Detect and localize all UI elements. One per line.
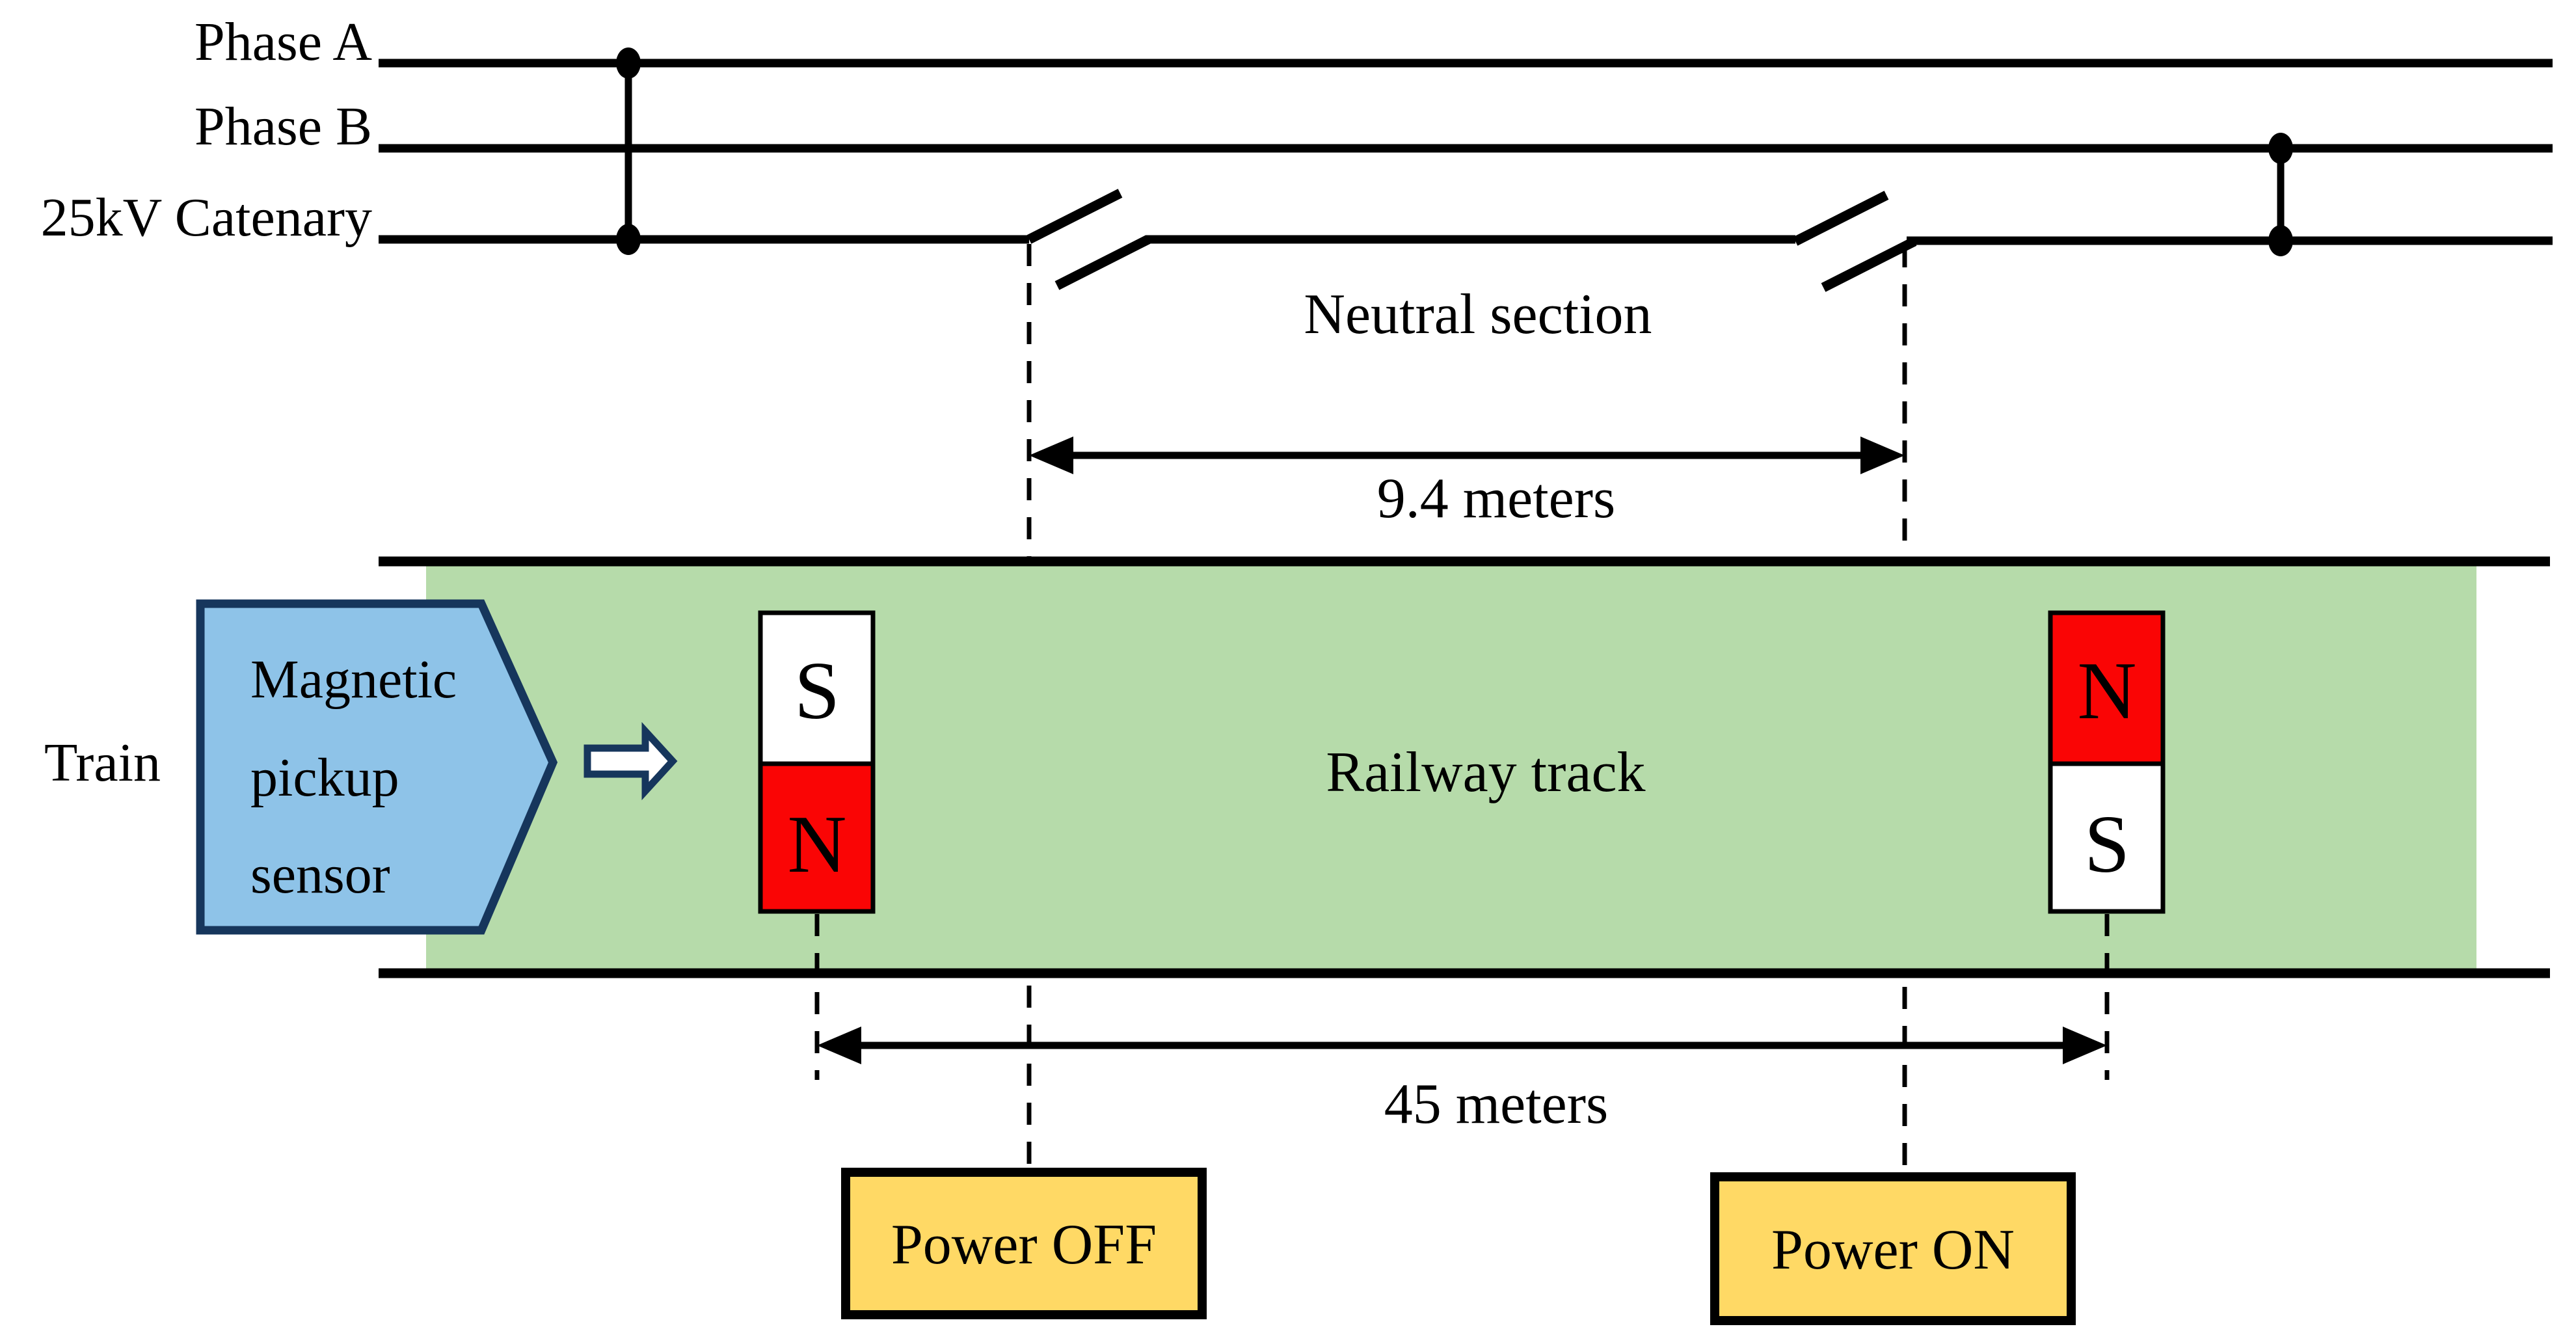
junction-dot	[2268, 133, 2293, 164]
magnet-left-bottom-half	[760, 764, 873, 911]
magnet-right-bottom-half	[2050, 764, 2163, 911]
power-off-rect	[841, 1168, 1207, 1319]
span-measurement: 45 meters	[817, 1027, 2107, 1136]
magnet-left-top-half	[760, 613, 873, 764]
junction-left	[616, 47, 641, 255]
travel-direction-arrow-icon	[584, 721, 678, 801]
phase-a-label: Phase A	[195, 12, 372, 72]
magnet-right-pole-top: N	[2078, 646, 2137, 736]
catenary-break-left-icon	[1054, 235, 1151, 290]
catenary-label: 25kV Catenary	[41, 187, 372, 248]
magnetic-pickup-sensor-shape	[196, 599, 558, 935]
catenary-break-right-icon	[1821, 237, 1917, 292]
arrowhead-left-icon	[1029, 437, 1073, 474]
junction-dot	[2268, 225, 2293, 256]
power-supply-lines: Phase A Phase B 25kV Catenary	[41, 12, 2553, 346]
magnet-right-top-half	[2050, 613, 2163, 764]
railway-track-label: Railway track	[1326, 741, 1645, 804]
junction-right	[2268, 133, 2293, 256]
arrowhead-right-icon	[1860, 437, 1905, 474]
sensor-label-line1: Magnetic	[250, 649, 457, 710]
span-length-label: 45 meters	[1384, 1073, 1609, 1136]
train-label: Train	[44, 733, 161, 793]
magnet-left-pole-top: S	[794, 646, 840, 736]
sensor-label-line3: sensor	[250, 844, 390, 905]
power-on-label: Power ON	[1771, 1218, 2015, 1282]
power-off-label: Power OFF	[891, 1213, 1157, 1276]
phase-b-label: Phase B	[195, 96, 372, 157]
magnet-left-pole-bottom: N	[788, 800, 847, 890]
power-off-box: Power OFF	[841, 1168, 1207, 1319]
railway-track-group: Railway track	[379, 556, 2550, 978]
sensor-label-line2: pickup	[250, 747, 399, 808]
catenary-break-right-icon	[1793, 191, 1889, 246]
neutral-section-label: Neutral section	[1304, 283, 1652, 346]
magnet-right: N S	[2048, 610, 2166, 1080]
junction-dot	[616, 47, 641, 79]
power-on-rect	[1710, 1172, 2076, 1325]
train-sensor-group: Train Magnetic pickup sensor	[44, 599, 678, 935]
neutral-length-measurement: 9.4 meters	[1029, 437, 1905, 530]
arrowhead-right-icon	[2063, 1027, 2107, 1064]
arrowhead-left-icon	[817, 1027, 861, 1064]
junction-dot	[616, 224, 641, 255]
catenary-break-left-icon	[1026, 189, 1123, 244]
magnet-left: S N	[758, 610, 876, 1080]
magnet-right-pole-bottom: S	[2084, 800, 2130, 890]
power-on-box: Power ON	[1710, 1172, 2076, 1325]
neutral-length-label: 9.4 meters	[1377, 467, 1616, 530]
